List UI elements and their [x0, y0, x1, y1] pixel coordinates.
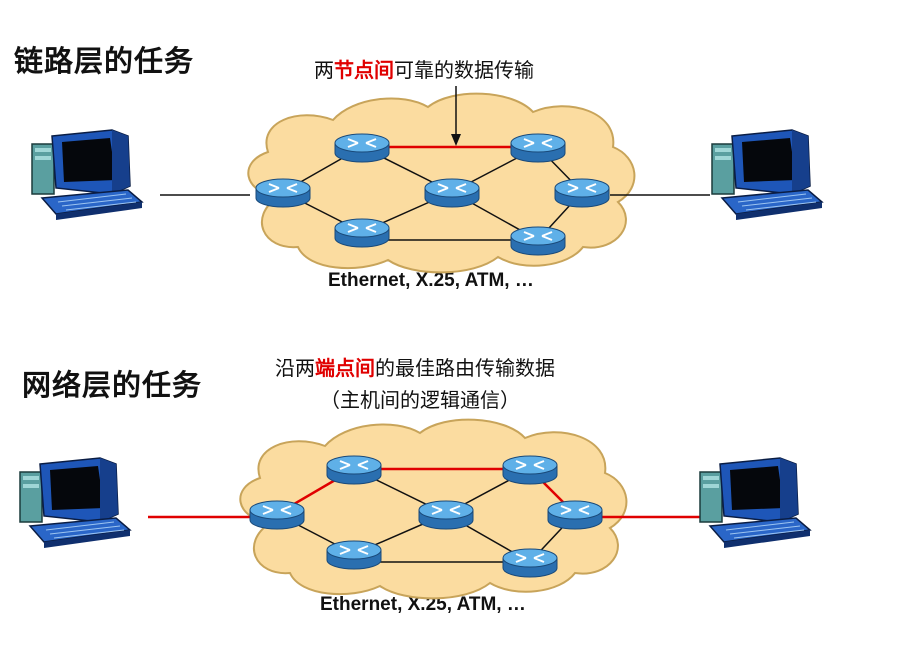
- link-layer-title: 链路层的任务: [14, 44, 195, 78]
- computer-icon: [19, 457, 131, 549]
- network-layer-caption: 沿两端点间的最佳路由传输数据: [275, 352, 555, 381]
- router-icon: [502, 455, 558, 485]
- router-icon: [510, 226, 566, 256]
- caption-text: 的最佳路由传输数据: [375, 356, 555, 380]
- router-icon: [547, 500, 603, 530]
- router-icon: [510, 133, 566, 163]
- network-layer-caption-line2: （主机间的逻辑通信）: [320, 388, 520, 412]
- caption-highlight: 端点间: [315, 356, 375, 380]
- router-icon: [326, 540, 382, 570]
- router-icon: [554, 178, 610, 208]
- router-icon: [418, 500, 474, 530]
- caption-highlight: 节点间: [334, 58, 394, 82]
- link-layer-diagram: [31, 86, 823, 274]
- router-icon: [249, 500, 305, 530]
- router-icon: [334, 218, 390, 248]
- caption-text: 两: [314, 58, 334, 82]
- network-layer-diagram: [19, 418, 811, 600]
- arrow-head: [451, 134, 461, 146]
- computer-icon: [31, 129, 143, 221]
- router-icon: [502, 548, 558, 578]
- link-layer-caption: 两节点间可靠的数据传输: [314, 54, 534, 83]
- router-icon: [326, 455, 382, 485]
- link-network-label: Ethernet, X.25, ATM, …: [328, 270, 534, 291]
- computer-icon: [699, 457, 811, 549]
- router-icon: [334, 133, 390, 163]
- network-layer-title: 网络层的任务: [22, 368, 203, 402]
- computer-icon: [711, 129, 823, 221]
- router-icon: [255, 178, 311, 208]
- caption-text: 沿两: [275, 356, 315, 380]
- network-network-label: Ethernet, X.25, ATM, …: [320, 594, 526, 615]
- caption-text: 可靠的数据传输: [394, 58, 534, 82]
- router-icon: [424, 178, 480, 208]
